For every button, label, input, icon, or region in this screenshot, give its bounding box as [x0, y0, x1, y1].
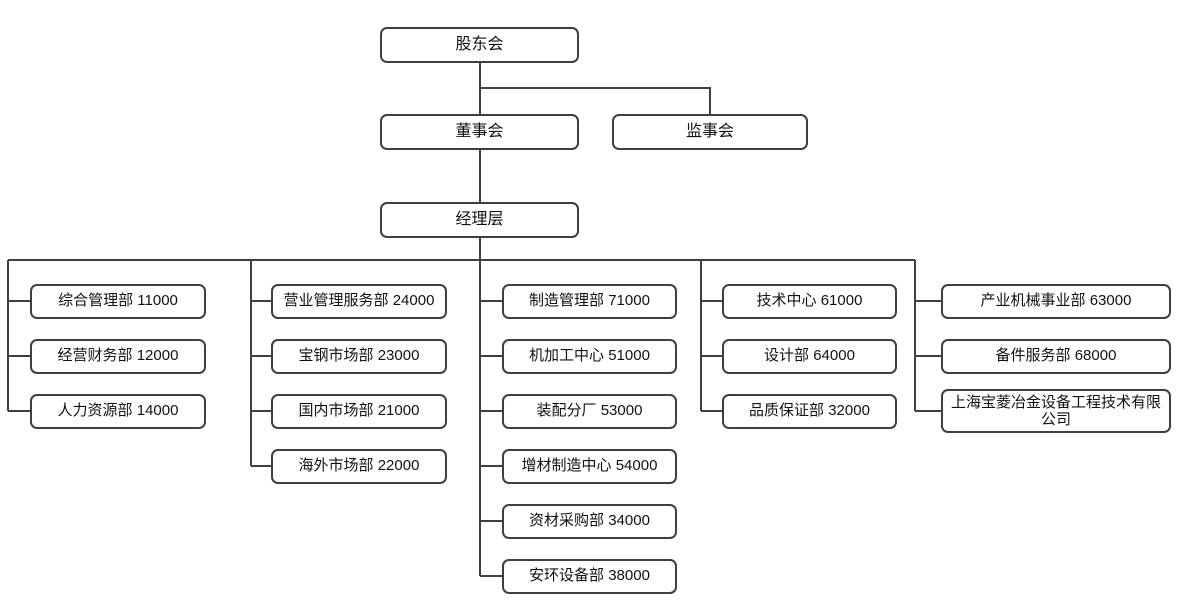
org-node-machining-center: 机加工中心 51000 — [502, 338, 677, 374]
org-node-technology-center: 技术中心 61000 — [722, 283, 897, 319]
org-node-operating-finance-dept: 经营财务部 12000 — [30, 338, 206, 374]
org-node-safety-environment-equipment-dept: 安环设备部 38000 — [502, 558, 677, 594]
org-node-domestic-market-dept: 国内市场部 21000 — [271, 393, 447, 429]
org-node-quality-assurance-dept: 品质保证部 32000 — [722, 393, 897, 429]
org-chart-connector-path — [7, 63, 941, 577]
org-node-spare-parts-service-dept: 备件服务部 68000 — [941, 338, 1171, 374]
org-node-baosteel-market-dept: 宝钢市场部 23000 — [271, 338, 447, 374]
org-node-board-of-directors: 董事会 — [380, 114, 579, 150]
org-node-design-dept: 设计部 64000 — [722, 338, 897, 374]
org-node-manufacturing-management-dept: 制造管理部 71000 — [502, 283, 677, 319]
org-node-industrial-machinery-division: 产业机械事业部 63000 — [941, 283, 1171, 319]
org-node-human-resources-dept: 人力资源部 14000 — [30, 393, 206, 429]
org-node-general-management-dept: 综合管理部 11000 — [30, 283, 206, 319]
org-node-overseas-market-dept: 海外市场部 22000 — [271, 448, 447, 484]
org-node-shareholders-meeting: 股东会 — [380, 27, 579, 63]
org-node-assembly-branch-plant: 装配分厂 53000 — [502, 393, 677, 429]
org-node-additive-manufacturing-center: 增材制造中心 54000 — [502, 448, 677, 484]
org-node-sales-management-service-dept: 营业管理服务部 24000 — [271, 283, 447, 319]
org-node-materials-procurement-dept: 资材采购部 34000 — [502, 503, 677, 539]
org-node-shanghai-baoling-metallurgical-equipment-company: 上海宝菱冶金设备工程技术有限公司 — [941, 389, 1171, 433]
org-node-management-level: 经理层 — [380, 202, 579, 238]
org-node-supervisory-board: 监事会 — [612, 114, 808, 150]
